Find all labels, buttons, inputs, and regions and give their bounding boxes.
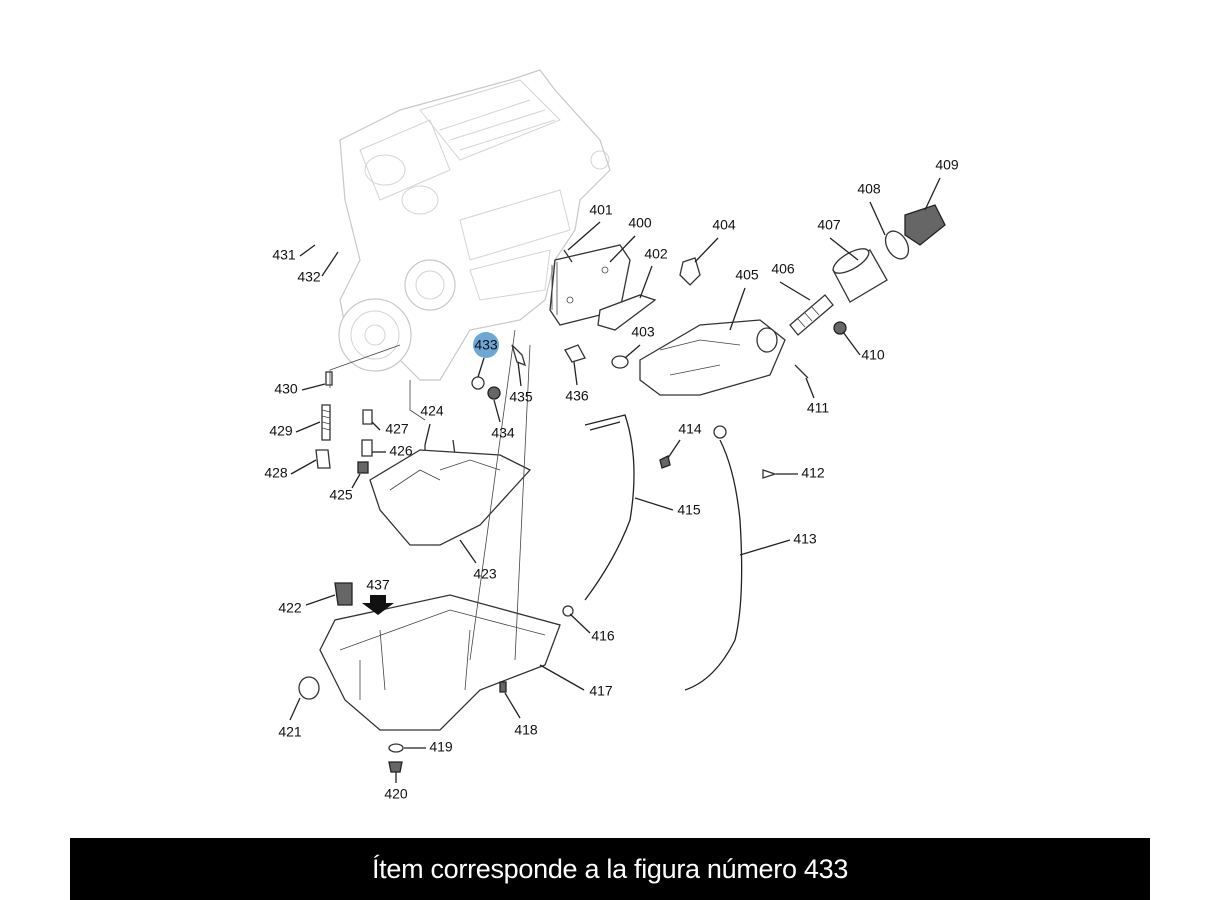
label-426[interactable]: 426: [389, 443, 413, 459]
label-414[interactable]: 414: [678, 421, 702, 437]
label-434[interactable]: 434: [491, 425, 515, 441]
label-410[interactable]: 410: [861, 347, 885, 363]
washer-419: [388, 743, 404, 753]
parts: [298, 204, 946, 773]
label-400[interactable]: 400: [628, 215, 652, 231]
label-428[interactable]: 428: [264, 465, 288, 481]
label-418[interactable]: 418: [514, 722, 538, 738]
label-413[interactable]: 413: [793, 531, 817, 547]
label-429[interactable]: 429: [269, 423, 293, 439]
label-406[interactable]: 406: [771, 261, 795, 277]
label-403[interactable]: 403: [631, 324, 655, 340]
seal-416: [562, 605, 574, 617]
plug-422: [334, 582, 353, 606]
label-431[interactable]: 431: [272, 247, 296, 263]
label-405[interactable]: 405: [735, 267, 759, 283]
label-422[interactable]: 422: [278, 600, 302, 616]
label-424[interactable]: 424: [420, 403, 444, 419]
gasket-402: [597, 294, 657, 331]
plug-421: [298, 676, 320, 700]
plug-410: [833, 321, 847, 335]
label-420[interactable]: 420: [384, 786, 408, 802]
element-406: [789, 294, 834, 336]
filter-housing-405: [639, 319, 786, 396]
engine-parts-diagram: 409 408 407 404 401 400 402 405 406 403 …: [264, 69, 959, 802]
seal-403: [611, 355, 629, 369]
arrow-437: [362, 595, 394, 615]
label-409[interactable]: 409: [935, 157, 959, 173]
oring-408: [884, 230, 910, 260]
bolt-411: [794, 364, 809, 379]
sensor-436: [564, 344, 586, 363]
highlight-marker: [473, 332, 499, 358]
drain-plug-420: [388, 761, 403, 773]
bolt-414: [659, 455, 671, 469]
bolt-401: [563, 249, 573, 263]
pickup-tube-415: [584, 414, 635, 601]
label-425[interactable]: 425: [329, 487, 353, 503]
caption-text: Ítem corresponde a la figura número 433: [371, 853, 849, 884]
label-436[interactable]: 436: [565, 388, 589, 404]
label-419[interactable]: 419: [429, 739, 453, 755]
label-407[interactable]: 407: [817, 217, 841, 233]
label-435[interactable]: 435: [509, 389, 533, 405]
dipstick-413: [684, 439, 743, 691]
caption-banner: Ítem corresponde a la figura número 433: [70, 838, 1150, 900]
label-415[interactable]: 415: [677, 502, 701, 518]
part-434: [487, 386, 501, 400]
baffle-423: [369, 449, 532, 546]
seal-404: [679, 257, 701, 286]
oil-pan-417: [319, 594, 561, 731]
label-432[interactable]: 432: [297, 269, 321, 285]
label-416[interactable]: 416: [591, 628, 615, 644]
label-423[interactable]: 423: [473, 566, 497, 582]
label-421[interactable]: 421: [278, 724, 302, 740]
bolt-418: [499, 681, 507, 693]
label-404[interactable]: 404: [712, 217, 736, 233]
label-430[interactable]: 430: [274, 381, 298, 397]
label-401[interactable]: 401: [589, 202, 613, 218]
label-411[interactable]: 411: [807, 400, 830, 416]
label-433[interactable]: 433: [474, 337, 498, 353]
leader-lines: [289, 177, 941, 783]
label-402[interactable]: 402: [644, 246, 668, 262]
engine-block: [338, 69, 611, 381]
part-435: [511, 344, 526, 367]
label-408[interactable]: 408: [857, 181, 881, 197]
label-412[interactable]: 412: [801, 465, 825, 481]
part-433: [471, 376, 485, 390]
label-417[interactable]: 417: [589, 683, 613, 699]
clip-412: [762, 469, 778, 479]
label-437[interactable]: 437: [366, 577, 390, 593]
filter-cap-409: [904, 204, 946, 246]
label-427[interactable]: 427: [385, 421, 409, 437]
part-labels: 409 408 407 404 401 400 402 405 406 403 …: [264, 157, 959, 802]
